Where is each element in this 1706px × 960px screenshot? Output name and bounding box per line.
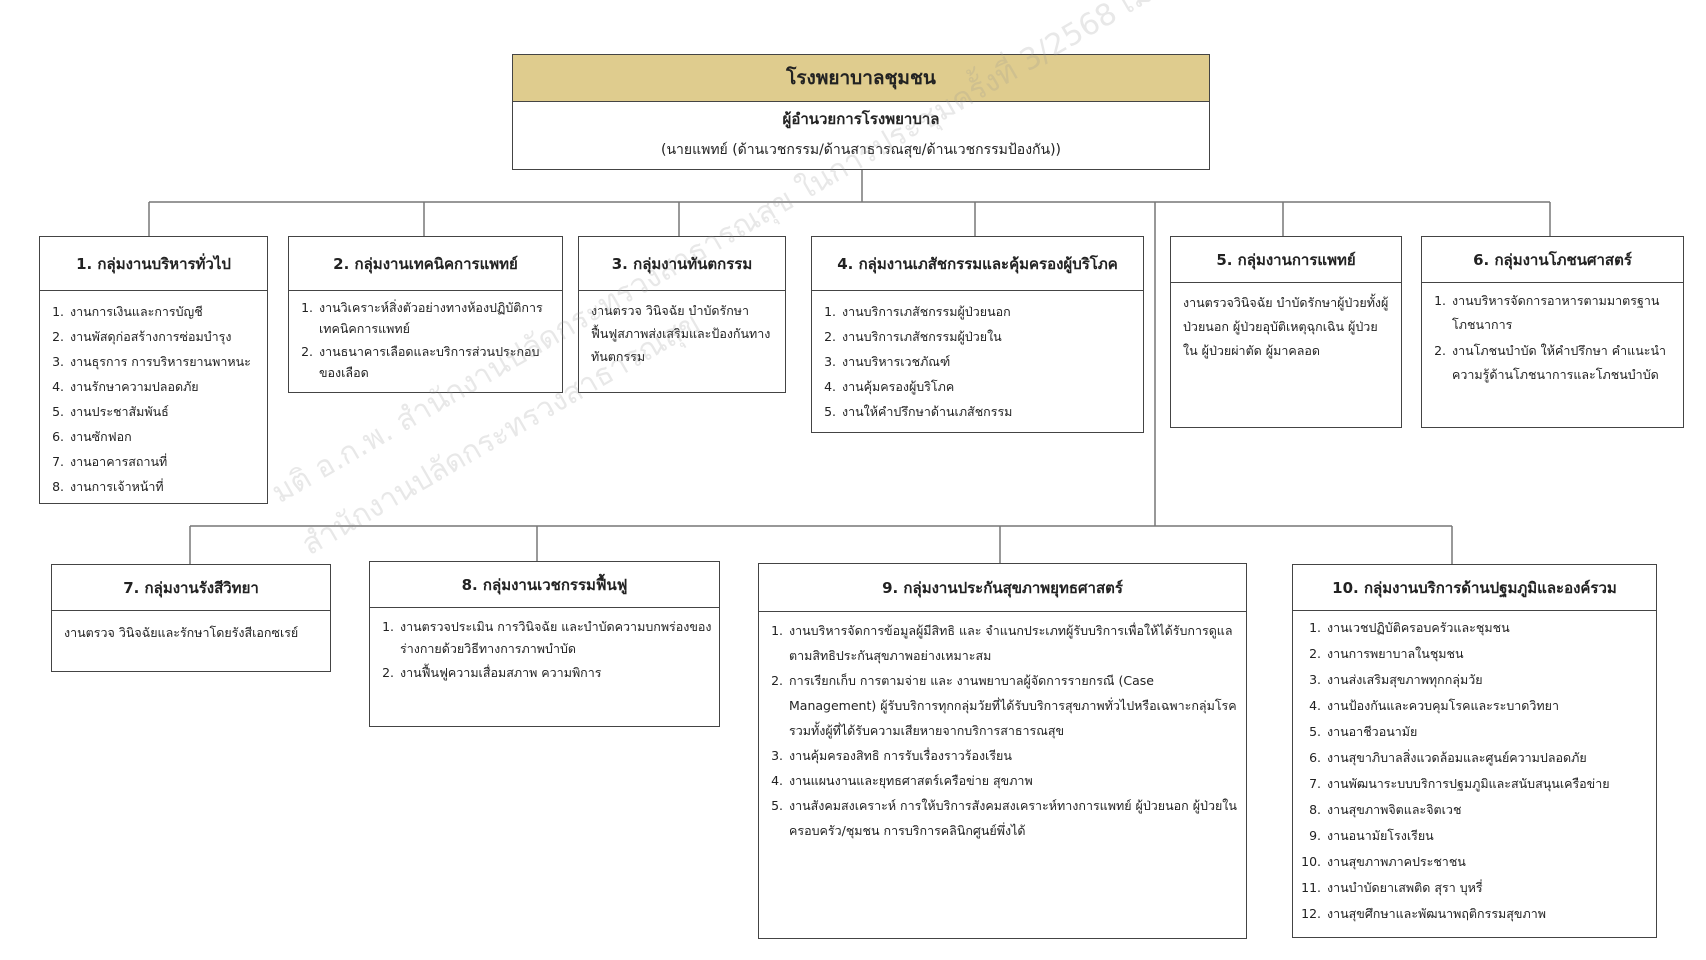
group-6-title: 6. กลุ่มงานโภชนศาสตร์ <box>1422 237 1683 283</box>
group-4-title: 4. กลุ่มงานเภสัชกรรมและคุ้มครองผู้บริโภค <box>812 237 1143 291</box>
group-9-list: งานบริหารจัดการข้อมูลผู้มีสิทธิ และ จำแน… <box>759 612 1246 843</box>
list-item: งานสุขาภิบาลสิ่งแวดล้อมและศูนย์ความปลอดภ… <box>1325 745 1650 771</box>
group-3-box: 3. กลุ่มงานทันตกรรม งานตรวจ วินิจฉัย บำบ… <box>578 236 786 393</box>
list-item: งานพัสดุก่อสร้างการซ่อมบำรุง <box>68 324 261 349</box>
group-6-box: 6. กลุ่มงานโภชนศาสตร์ งานบริหารจัดการอาห… <box>1421 236 1684 428</box>
group-5-title: 5. กลุ่มงานการแพทย์ <box>1171 237 1401 283</box>
list-item: งานเวชปฏิบัติครอบครัวและชุมชน <box>1325 615 1650 641</box>
group-7-title: 7. กลุ่มงานรังสีวิทยา <box>52 565 330 611</box>
list-item: งานตรวจประเมิน การวินิจฉัย และบำบัดความบ… <box>398 616 713 660</box>
group-6-list: งานบริหารจัดการอาหารตามมาตรฐานโภชนาการ ง… <box>1422 283 1683 387</box>
list-item: งานสุขภาพจิตและจิตเวช <box>1325 797 1650 823</box>
list-item: งานแผนงานและยุทธศาสตร์เครือข่าย สุขภาพ <box>787 768 1240 793</box>
director-title: ผู้อำนวยการโรงพยาบาล <box>782 110 940 128</box>
group-1-title: 1. กลุ่มงานบริหารทั่วไป <box>40 237 267 291</box>
list-item: งานบริการเภสัชกรรมผู้ป่วยใน <box>840 324 1137 349</box>
list-item: งานประชาสัมพันธ์ <box>68 399 261 424</box>
group-10-box: 10. กลุ่มงานบริการด้านปฐมภูมิและองค์รวม … <box>1292 564 1657 938</box>
group-7-text: งานตรวจ วินิจฉัยและรักษาโดยรังสีเอกซเรย์ <box>64 625 299 640</box>
list-item: งานโภชนบำบัด ให้คำปรึกษา คำแนะนำความรู้ด… <box>1450 339 1677 387</box>
group-2-list: งานวิเคราะห์สิ่งตัวอย่างทางห้องปฏิบัติกา… <box>289 291 562 383</box>
list-item: งานบริหารจัดการอาหารตามมาตรฐานโภชนาการ <box>1450 289 1677 337</box>
list-item: งานคุ้มครองผู้บริโภค <box>840 374 1137 399</box>
list-item: การเรียกเก็บ การตามจ่าย และ งานพยาบาลผู้… <box>787 668 1240 743</box>
hospital-box: โรงพยาบาลชุมชน ผู้อำนวยการโรงพยาบาล (นาย… <box>512 54 1210 170</box>
group-10-list: งานเวชปฏิบัติครอบครัวและชุมชน งานการพยาบ… <box>1293 611 1656 927</box>
list-item: งานอนามัยโรงเรียน <box>1325 823 1650 849</box>
list-item: งานธนาคารเลือดและบริการส่วนประกอบของเลือ… <box>317 341 556 383</box>
list-item: งานสุขภาพภาคประชาชน <box>1325 849 1650 875</box>
group-3-title: 3. กลุ่มงานทันตกรรม <box>579 237 785 291</box>
group-2-title: 2. กลุ่มงานเทคนิคการแพทย์ <box>289 237 562 291</box>
director-note: (นายแพทย์ (ด้านเวชกรรม/ด้านสาธารณสุข/ด้า… <box>660 142 1062 158</box>
group-8-box: 8. กลุ่มงานเวชกรรมฟื้นฟู งานตรวจประเมิน … <box>369 561 720 727</box>
list-item: งานบริหารเวชภัณฑ์ <box>840 349 1137 374</box>
group-9-box: 9. กลุ่มงานประกันสุขภาพยุทธศาสตร์ งานบริ… <box>758 563 1247 939</box>
list-item: งานคุ้มครองสิทธิ การรับเรื่องราวร้องเรีย… <box>787 743 1240 768</box>
list-item: งานอาคารสถานที่ <box>68 449 261 474</box>
list-item: งานส่งเสริมสุขภาพทุกกลุ่มวัย <box>1325 667 1650 693</box>
list-item: งานการพยาบาลในชุมชน <box>1325 641 1650 667</box>
group-4-list: งานบริการเภสัชกรรมผู้ป่วยนอก งานบริการเภ… <box>812 291 1143 424</box>
list-item: งานบริหารจัดการข้อมูลผู้มีสิทธิ และ จำแน… <box>787 618 1240 668</box>
list-item: งานฟื้นฟูความเสื่อมสภาพ ความพิการ <box>398 662 713 684</box>
group-4-box: 4. กลุ่มงานเภสัชกรรมและคุ้มครองผู้บริโภค… <box>811 236 1144 433</box>
list-item: งานพัฒนาระบบบริการปฐมภูมิและสนับสนุนเครื… <box>1325 771 1650 797</box>
group-7-box: 7. กลุ่มงานรังสีวิทยา งานตรวจ วินิจฉัยแล… <box>51 564 331 672</box>
list-item: งานให้คำปรึกษาด้านเภสัชกรรม <box>840 399 1137 424</box>
group-8-list: งานตรวจประเมิน การวินิจฉัย และบำบัดความบ… <box>370 608 719 684</box>
hospital-title: โรงพยาบาลชุมชน <box>513 55 1209 102</box>
group-3-text: งานตรวจ วินิจฉัย บำบัดรักษา ฟื้นฟูสภาพส่… <box>591 303 771 364</box>
list-item: งานสุขศึกษาและพัฒนาพฤติกรรมสุขภาพ <box>1325 901 1650 927</box>
list-item: งานวิเคราะห์สิ่งตัวอย่างทางห้องปฏิบัติกา… <box>317 297 556 339</box>
group-9-title: 9. กลุ่มงานประกันสุขภาพยุทธศาสตร์ <box>759 564 1246 612</box>
group-5-box: 5. กลุ่มงานการแพทย์ งานตรวจวินิจฉัย บำบั… <box>1170 236 1402 428</box>
group-1-list: งานการเงินและการบัญชี งานพัสดุก่อสร้างกา… <box>40 291 267 499</box>
list-item: งานสังคมสงเคราะห์ การให้บริการสังคมสงเคร… <box>787 793 1240 843</box>
list-item: งานบริการเภสัชกรรมผู้ป่วยนอก <box>840 299 1137 324</box>
group-2-box: 2. กลุ่มงานเทคนิคการแพทย์ งานวิเคราะห์สิ… <box>288 236 563 393</box>
list-item: งานธุรการ การบริหารยานพาหนะ <box>68 349 261 374</box>
list-item: งานการเงินและการบัญชี <box>68 299 261 324</box>
group-10-title: 10. กลุ่มงานบริการด้านปฐมภูมิและองค์รวม <box>1293 565 1656 611</box>
list-item: งานอาชีวอนามัย <box>1325 719 1650 745</box>
list-item: งานซักฟอก <box>68 424 261 449</box>
list-item: งานการเจ้าหน้าที่ <box>68 474 261 499</box>
group-8-title: 8. กลุ่มงานเวชกรรมฟื้นฟู <box>370 562 719 608</box>
list-item: งานป้องกันและควบคุมโรคและระบาดวิทยา <box>1325 693 1650 719</box>
group-1-box: 1. กลุ่มงานบริหารทั่วไป งานการเงินและการ… <box>39 236 268 504</box>
list-item: งานบำบัดยาเสพติด สุรา บุหรี่ <box>1325 875 1650 901</box>
group-5-text: งานตรวจวินิจฉัย บำบัดรักษาผู้ป่วยทั้งผู้… <box>1183 295 1389 358</box>
list-item: งานรักษาความปลอดภัย <box>68 374 261 399</box>
